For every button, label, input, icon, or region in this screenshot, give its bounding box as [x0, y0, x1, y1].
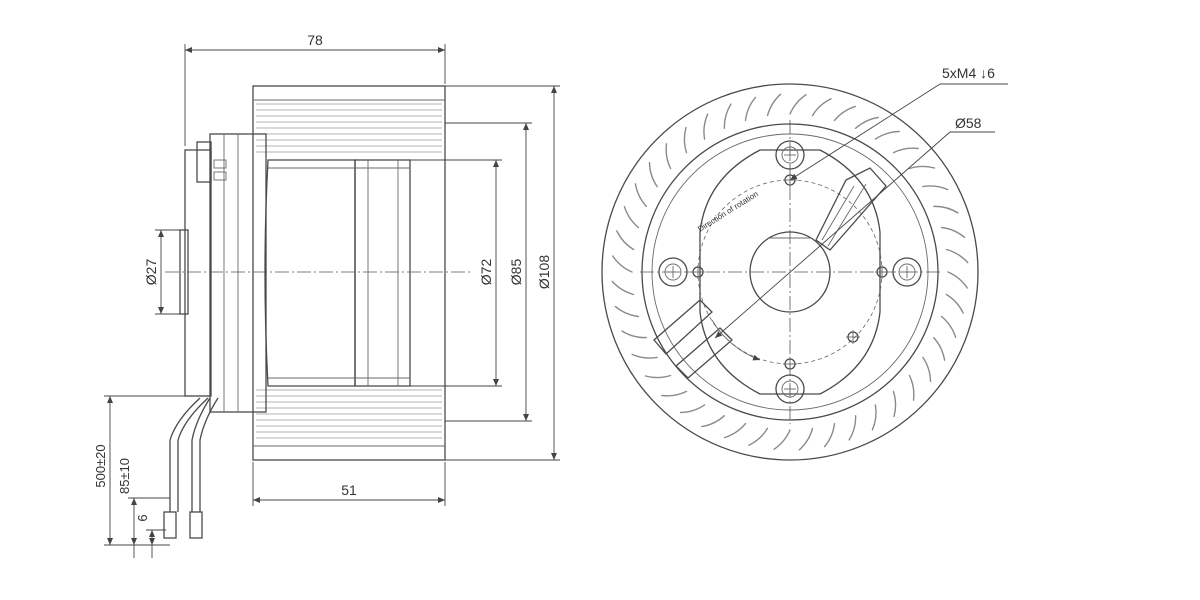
impeller-blade: [644, 374, 672, 379]
dim-label-27: Ø27: [143, 259, 159, 286]
lead-wires: [163, 397, 219, 539]
impeller-fins-bottom: [256, 389, 442, 439]
impeller-blade: [892, 147, 919, 154]
impeller-blade: [922, 356, 932, 382]
impeller-blade: [623, 206, 640, 229]
impeller-blade: [940, 226, 966, 239]
impeller-blade: [631, 353, 658, 359]
impeller-blade: [848, 415, 857, 441]
rotation-label: Direction of rotation: [696, 189, 760, 233]
impeller-blade: [648, 162, 658, 188]
screw-boss-left: [658, 257, 688, 287]
side-view: 78 51 Ø27 Ø72 Ø85: [93, 32, 560, 558]
dim-motor-diameter: Ø72: [410, 159, 502, 387]
callout-bolt-circle: Ø58: [714, 115, 995, 339]
callout-holes-text: 5xM4 ↓6: [942, 65, 995, 81]
impeller-blade: [823, 422, 836, 448]
impeller-blade: [908, 165, 936, 170]
dim-label-6: 6: [135, 514, 150, 521]
impeller-blade: [854, 116, 879, 129]
impeller-blade: [634, 183, 647, 208]
cable-exit: [653, 167, 887, 379]
impeller-blade: [811, 98, 832, 117]
impeller-blade: [611, 280, 635, 296]
impeller-blade: [748, 427, 769, 446]
impeller-blade: [945, 293, 964, 314]
dim-label-85-lead: 85±10: [117, 458, 132, 494]
impeller-blade: [614, 305, 640, 318]
impeller-blade: [724, 422, 747, 439]
impeller-blade: [701, 415, 726, 428]
dim-label-85: Ø85: [508, 259, 524, 286]
dim-impeller-length: 51: [252, 462, 446, 506]
impeller-blade: [945, 248, 969, 264]
impeller-blades: [611, 93, 969, 451]
dim-label-500: 500±20: [93, 444, 108, 487]
impeller-blade: [683, 126, 688, 154]
dim-label-72: Ø72: [478, 259, 494, 286]
front-view: Direction of rotation 5xM4 ↓6 Ø58: [601, 65, 1008, 461]
screw-boss-bottom: [775, 374, 805, 404]
impeller-body: [252, 85, 446, 461]
impeller-blade: [616, 230, 635, 251]
impeller-blade: [940, 315, 957, 338]
impeller-blade: [612, 255, 633, 273]
dim-overall-length: 78: [184, 32, 446, 146]
dim-inner-diameter: Ø85: [445, 122, 532, 422]
motor-housing: [264, 159, 411, 387]
impeller-blade: [933, 205, 959, 214]
dim-lead-length: 500±20: [93, 395, 210, 546]
dim-label-51: 51: [341, 482, 357, 498]
impeller-blade: [874, 130, 900, 140]
impeller-blade: [789, 94, 807, 115]
callout-bolt-circle-text: Ø58: [955, 115, 982, 131]
impeller-blade: [947, 271, 968, 289]
impeller-blade: [621, 330, 647, 339]
dim-label-78: 78: [307, 32, 323, 48]
dim-hub-diameter: Ø27: [143, 229, 180, 315]
impeller-blade: [871, 404, 877, 431]
impeller-outer-ring: [601, 83, 979, 461]
impeller-blade: [703, 113, 709, 140]
dim-wire-strip: 6: [135, 514, 166, 558]
impeller-blade: [773, 429, 791, 450]
dim-lead-strip: 85±10: [117, 458, 170, 558]
motor-plate: [699, 149, 881, 395]
impeller-blade: [922, 185, 949, 191]
impeller-blade: [665, 143, 672, 170]
screw-boss-top: [775, 140, 805, 170]
dim-label-108: Ø108: [536, 255, 552, 289]
impeller-fins-top: [256, 103, 442, 153]
impeller-blade: [723, 103, 732, 129]
impeller-blade: [892, 390, 897, 418]
impeller-blade: [933, 336, 946, 361]
callout-holes: 5xM4 ↓6: [789, 65, 1008, 181]
impeller-blade: [766, 93, 782, 117]
impeller-blade: [680, 404, 706, 414]
dim-outer-diameter: Ø108: [445, 85, 560, 461]
impeller-blade: [798, 427, 814, 451]
impeller-blade: [833, 105, 856, 122]
rotation-arc: [711, 319, 761, 361]
impeller-blade: [744, 96, 757, 122]
impeller-blade: [908, 374, 915, 401]
screw-boss-right: [892, 257, 922, 287]
impeller-blade: [661, 390, 688, 397]
